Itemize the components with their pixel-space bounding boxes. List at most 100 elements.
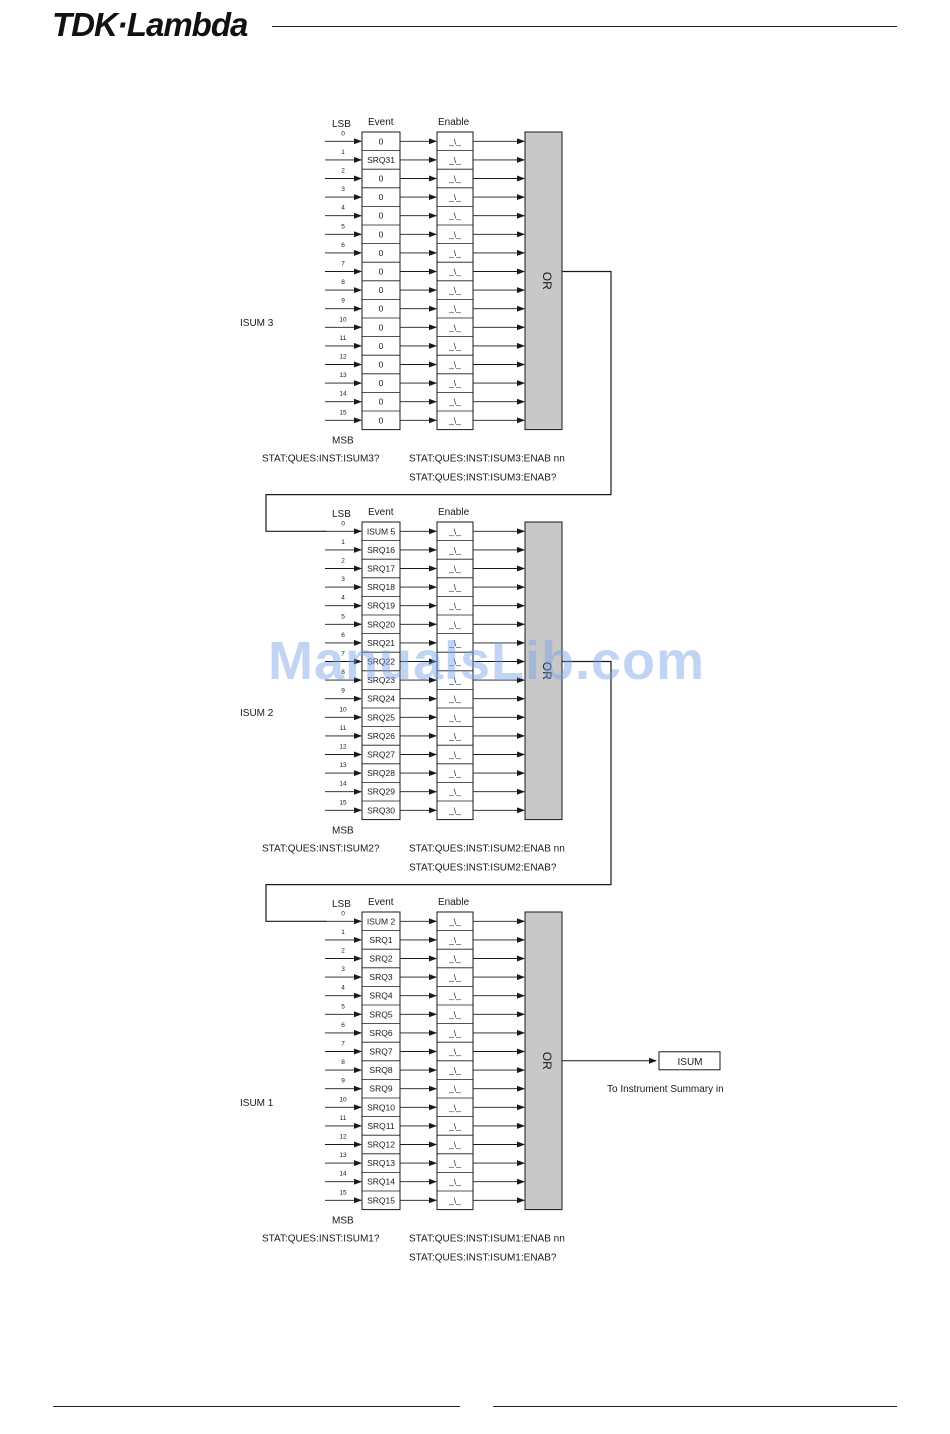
bit-number: 11 <box>340 725 347 732</box>
event-bit-value: SRQ18 <box>367 582 395 592</box>
bit-number: 11 <box>340 1115 347 1122</box>
bit-number: 9 <box>341 1078 345 1085</box>
or-gate-label: OR <box>540 1052 554 1070</box>
bit-number: 3 <box>341 576 345 583</box>
event-bit-value: SRQ10 <box>367 1102 395 1112</box>
bit-number: 12 <box>339 744 347 751</box>
event-bit-value: SRQ12 <box>367 1140 395 1150</box>
or-gate <box>524 911 563 1211</box>
bit-number: 1 <box>341 539 345 546</box>
enable-switch-symbol: _\_ <box>448 248 461 258</box>
event-bit-value: 0 <box>379 211 384 221</box>
bit-number: 1 <box>341 149 345 156</box>
enable-switch-symbol: _\_ <box>448 192 461 202</box>
bit-number: 11 <box>340 335 347 342</box>
register-name-label: ISUM 3 <box>240 318 274 329</box>
enable-switch-symbol: _\_ <box>448 526 461 536</box>
bit-number: 8 <box>341 669 345 676</box>
event-bit-value: 0 <box>379 397 384 407</box>
event-bit-value: SRQ30 <box>367 805 395 815</box>
event-bit-value: 0 <box>379 174 384 184</box>
enable-switch-symbol: _\_ <box>448 564 461 574</box>
enable-switch-symbol: _\_ <box>448 1140 461 1150</box>
event-bit-value: SRQ24 <box>367 694 395 704</box>
enable-switch-symbol: _\_ <box>448 731 461 741</box>
event-bit-value: SRQ8 <box>369 1065 392 1075</box>
event-bit-value: SRQ16 <box>367 545 395 555</box>
enable-switch-symbol: _\_ <box>448 174 461 184</box>
or-gate <box>524 131 563 431</box>
enable-switch-symbol: _\_ <box>448 378 461 388</box>
event-bit-value: 0 <box>379 322 384 332</box>
bit-number: 9 <box>341 688 345 695</box>
bit-number: 6 <box>341 1022 345 1029</box>
enable-switch-symbol: _\_ <box>448 1195 461 1205</box>
bit-number: 8 <box>341 1059 345 1066</box>
enable-query-command: STAT:QUES:INST:ISUM3:ENAB? <box>409 473 557 484</box>
event-bit-value: SRQ26 <box>367 731 395 741</box>
event-bit-value: SRQ20 <box>367 619 395 629</box>
footer-rule-left <box>53 1406 460 1407</box>
enable-switch-symbol: _\_ <box>448 1047 461 1057</box>
enable-set-command: STAT:QUES:INST:ISUM3:ENAB nn <box>409 454 565 465</box>
event-bit-value: SRQ13 <box>367 1158 395 1168</box>
bit-number: 3 <box>341 186 345 193</box>
enable-switch-symbol: _\_ <box>448 1065 461 1075</box>
event-bit-value: SRQ4 <box>369 991 392 1001</box>
bit-number: 12 <box>339 354 347 361</box>
event-query-command: STAT:QUES:INST:ISUM3? <box>262 454 380 465</box>
enable-switch-symbol: _\_ <box>448 582 461 592</box>
enable-switch-symbol: _\_ <box>448 1084 461 1094</box>
event-bit-value: ISUM 5 <box>367 526 396 536</box>
enable-switch-symbol: _\_ <box>448 397 461 407</box>
enable-switch-symbol: _\_ <box>448 750 461 760</box>
enable-switch-symbol: _\_ <box>448 805 461 815</box>
msb-label: MSB <box>332 826 354 837</box>
event-bit-value: SRQ5 <box>369 1009 392 1019</box>
event-bit-value: 0 <box>379 229 384 239</box>
bit-number: 6 <box>341 632 345 639</box>
header-rule <box>272 26 897 27</box>
event-bit-value: SRQ6 <box>369 1028 392 1038</box>
bit-number: 10 <box>339 1096 347 1103</box>
enable-switch-symbol: _\_ <box>448 675 461 685</box>
enable-switch-symbol: _\_ <box>448 1121 461 1131</box>
enable-switch-symbol: _\_ <box>448 211 461 221</box>
event-bit-value: SRQ28 <box>367 768 395 778</box>
enable-switch-symbol: _\_ <box>448 991 461 1001</box>
event-query-command: STAT:QUES:INST:ISUM1? <box>262 1234 380 1245</box>
event-bit-value: 0 <box>379 192 384 202</box>
bit-number: 5 <box>341 613 345 620</box>
bit-number: 5 <box>341 1003 345 1010</box>
msb-label: MSB <box>332 1216 354 1227</box>
enable-switch-symbol: _\_ <box>448 619 461 629</box>
enable-switch-symbol: _\_ <box>448 638 461 648</box>
bit-number: 1 <box>341 929 345 936</box>
enable-switch-symbol: _\_ <box>448 657 461 667</box>
or-gate-label: OR <box>540 662 554 680</box>
bit-number: 9 <box>341 298 345 305</box>
event-bit-value: SRQ23 <box>367 675 395 685</box>
enable-switch-symbol: _\_ <box>448 694 461 704</box>
bit-number: 4 <box>341 985 345 992</box>
event-bit-value: 0 <box>379 415 384 425</box>
enable-switch-symbol: _\_ <box>448 545 461 555</box>
register-name-label: ISUM 1 <box>240 1098 274 1109</box>
event-bit-value: ISUM 2 <box>367 916 396 926</box>
bit-number: 15 <box>339 409 347 416</box>
event-bit-value: SRQ11 <box>367 1121 395 1131</box>
lsb-label: LSB <box>332 509 351 520</box>
enable-switch-symbol: _\_ <box>448 1177 461 1187</box>
event-bit-value: SRQ15 <box>367 1195 395 1205</box>
enable-switch-symbol: _\_ <box>448 712 461 722</box>
event-bit-value: SRQ7 <box>369 1047 392 1057</box>
enable-column-header: Enable <box>438 897 470 908</box>
isum2-to-isum1-connector <box>265 660 612 922</box>
event-bit-value: SRQ14 <box>367 1177 395 1187</box>
bit-number: 14 <box>339 781 347 788</box>
bit-number: 3 <box>341 966 345 973</box>
bit-number: 4 <box>341 205 345 212</box>
